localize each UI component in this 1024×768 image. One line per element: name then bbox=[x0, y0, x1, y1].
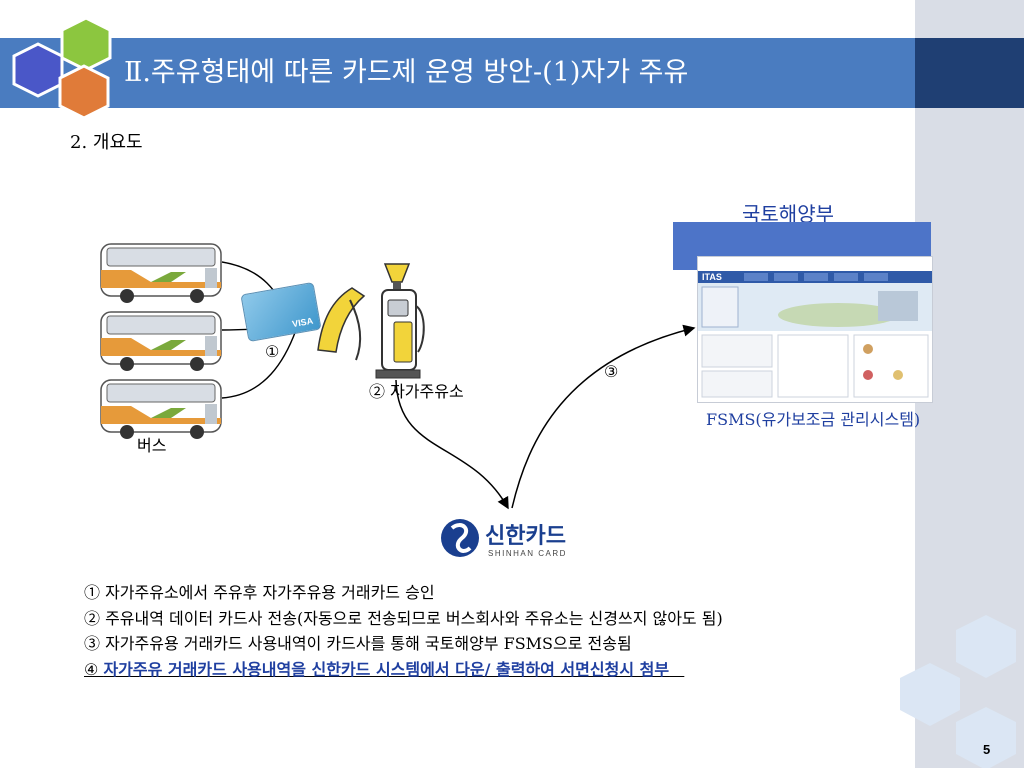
fsms-logo: ITAS bbox=[702, 272, 722, 282]
shinhan-kr-logo: 신한카드 bbox=[485, 524, 566, 549]
note-4-prefix: ④ bbox=[84, 659, 104, 679]
note-4-text: 자가주유 거래카드 사용내역을 신한카드 시스템에서 다운/ 출력하여 서면신청… bbox=[103, 659, 670, 679]
step-1-marker: ① bbox=[265, 342, 280, 361]
page-number: 5 bbox=[983, 742, 991, 757]
hex-orange bbox=[58, 64, 110, 120]
arrow-station-card bbox=[395, 379, 509, 510]
step-3-marker: ③ bbox=[604, 362, 619, 381]
decorative-hexagons bbox=[900, 615, 1016, 768]
visa-logo: VISA bbox=[291, 315, 314, 330]
shinhan-emblem bbox=[441, 519, 479, 557]
fsms-screenshot: ITAS bbox=[697, 256, 933, 403]
arrow-card-fsms bbox=[511, 324, 696, 509]
note-1: ① 자가주유소에서 주유후 자가주유용 거래카드 승인 bbox=[84, 583, 435, 602]
title-bar-cap bbox=[915, 38, 1024, 108]
title-hexagons bbox=[12, 16, 112, 120]
note-4: ④ 자가주유 거래카드 사용내역을 신한카드 시스템에서 다운/ 출력하여 서면… bbox=[84, 657, 723, 683]
title-bar bbox=[0, 38, 915, 108]
bus-1 bbox=[100, 243, 222, 304]
bus-3 bbox=[100, 379, 222, 440]
page-title: Ⅱ.주유형태에 따른 카드제 운영 방안-(1)자가 주유 bbox=[124, 57, 689, 88]
notes-list: ① 자가주유소에서 주유후 자가주유용 거래카드 승인 ② 주유내역 데이터 카… bbox=[84, 580, 723, 682]
arrow-bus3 bbox=[221, 329, 297, 399]
section-subtitle: 2. 개요도 bbox=[70, 132, 143, 153]
bus-2 bbox=[100, 311, 222, 372]
station-label: ② 자가주유소 bbox=[369, 382, 464, 401]
shinhan-en-logo: SHINHAN CARD bbox=[488, 549, 567, 558]
note-2: ② 주유내역 데이터 카드사 전송(자동으로 전송되므로 버스회사와 주유소는 … bbox=[84, 608, 723, 628]
fsms-label: FSMS(유가보조금 관리시스템) bbox=[706, 410, 921, 429]
fsms-screenshot-art: ITAS bbox=[698, 257, 932, 402]
gas-pump bbox=[375, 263, 425, 379]
bus-label: 버스 bbox=[137, 436, 167, 455]
note-3: ③ 자가주유용 거래카드 사용내역이 카드사를 통해 국토해양부 FSMS으로 … bbox=[84, 634, 632, 653]
